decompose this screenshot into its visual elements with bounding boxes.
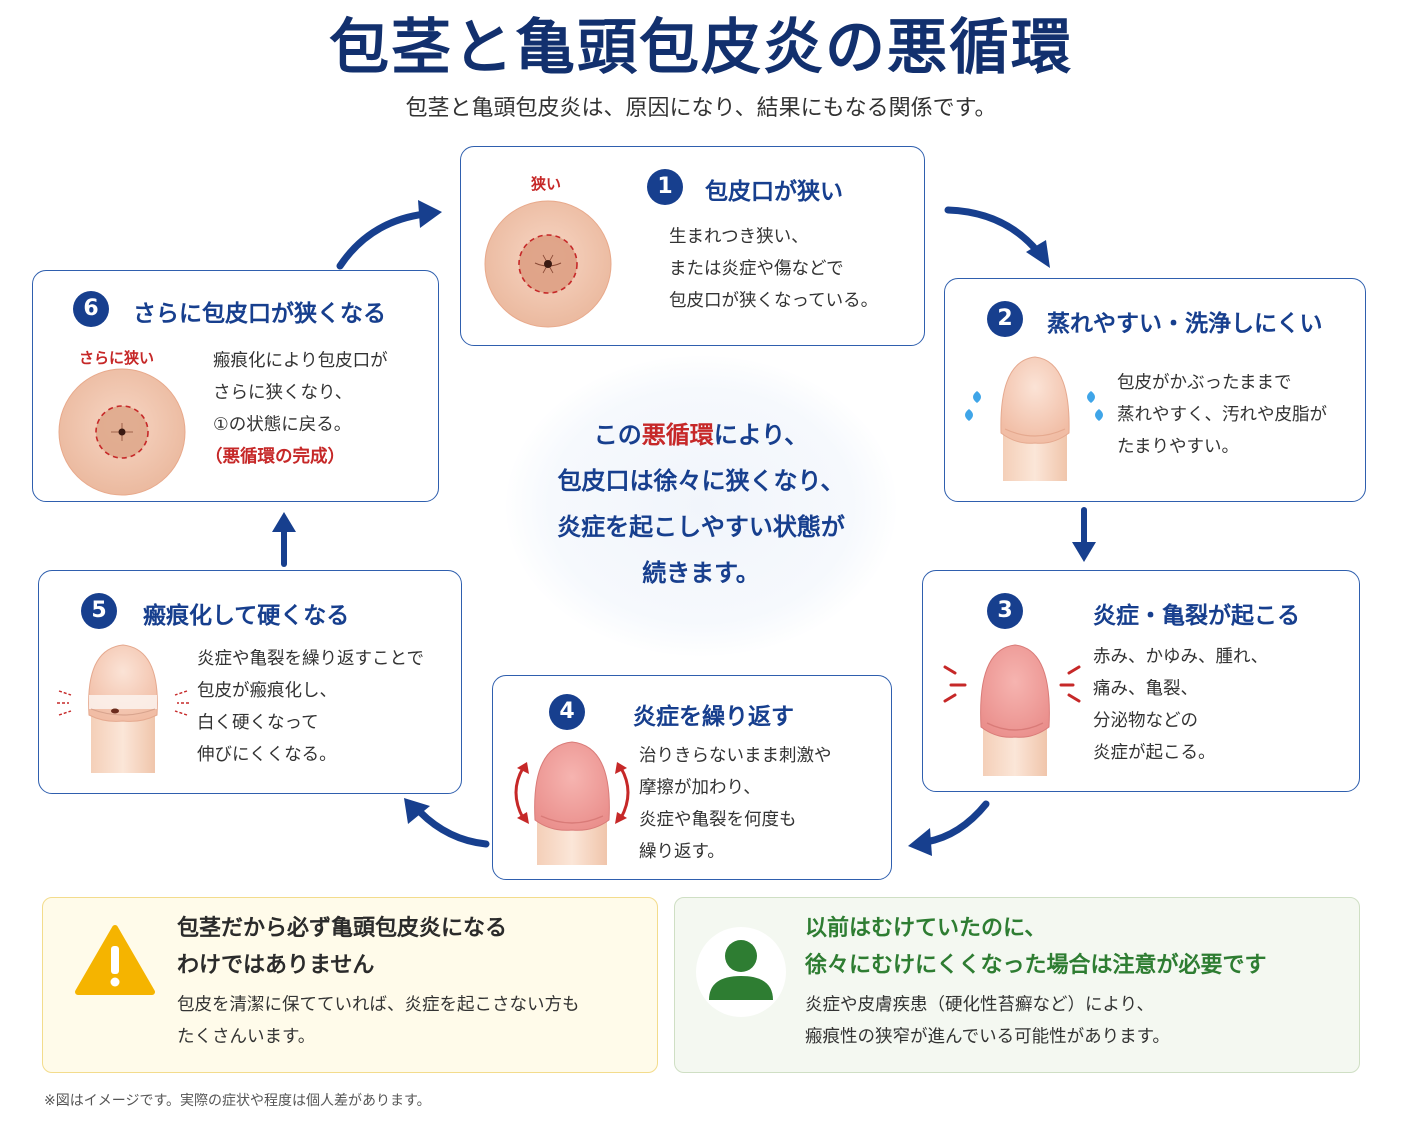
center-message: この悪循環により、 包皮口は徐々に狭くなり、 炎症を起こしやすい状態が 続きます… bbox=[506, 412, 896, 596]
note-caution: 以前はむけていたのに、 徐々にむけにくくなった場合は注意が必要です 炎症や皮膚疾… bbox=[674, 897, 1360, 1073]
cycle-complete-label: （悪循環の完成） bbox=[205, 447, 345, 467]
step-number-1: 1 bbox=[647, 169, 683, 205]
step-title-3: 炎症・亀裂が起こる bbox=[1093, 603, 1300, 629]
step3-line: 炎症が起こる。 bbox=[1093, 743, 1216, 763]
step-text-1: 生まれつき狭い、 または炎症や傷などで 包皮口が狭くなっている。 bbox=[669, 221, 878, 317]
step5-line: 白く硬くなって bbox=[197, 713, 319, 733]
step5-line: 包皮が瘢痕化し、 bbox=[197, 681, 337, 701]
step-title-1: 包皮口が狭い bbox=[705, 179, 843, 205]
note-left-body-2: たくさんいます。 bbox=[177, 1027, 316, 1047]
step2-line: 包皮がかぶったままで bbox=[1117, 373, 1292, 393]
step2-line: 蒸れやすく、汚れや皮脂が bbox=[1117, 405, 1327, 425]
page-title: 包茎と亀頭包皮炎の悪循環 bbox=[329, 13, 1073, 83]
note-right-title-2: 徐々にむけにくくなった場合は注意が必要です bbox=[805, 953, 1267, 978]
center-line3: 炎症を起こしやすい状態が bbox=[557, 513, 845, 541]
narrow-tag: 狭い bbox=[531, 175, 562, 193]
step4-line: 摩擦が加わり、 bbox=[639, 778, 761, 798]
step-text-6: 瘢痕化により包皮口が さらに狭くなり、 ①の状態に戻る。 （悪循環の完成） bbox=[205, 345, 388, 473]
scarred-foreskin-illustration bbox=[57, 644, 189, 773]
step3-line: 赤み、かゆみ、腫れ、 bbox=[1093, 647, 1269, 667]
center-glow bbox=[506, 356, 896, 656]
step-text-2: 包皮がかぶったままで 蒸れやすく、汚れや皮脂が たまりやすい。 bbox=[1117, 367, 1327, 463]
step-card-4: 4 炎症を繰り返す 治りきらないまま刺激や 摩擦が加わり、 炎症や亀裂を何度も … bbox=[492, 675, 892, 880]
step-card-3: 3 炎症・亀裂が起こる 赤み、かゆみ、腫れ、 痛み、亀裂、 分泌物などの 炎症が… bbox=[922, 570, 1360, 792]
note-right-body-1: 炎症や皮膚疾患（硬化性苔癬など）により、 bbox=[805, 995, 1154, 1015]
arrow-5-to-6 bbox=[272, 512, 296, 567]
step-text-5: 炎症や亀裂を繰り返すことで 包皮が瘢痕化し、 白く硬くなって 伸びにくくなる。 bbox=[197, 643, 424, 771]
note-right-title-1: 以前はむけていたのに、 bbox=[805, 916, 1047, 941]
step-number-6: 6 bbox=[73, 291, 109, 327]
step-number-5: 5 bbox=[81, 593, 117, 629]
arrow-3-to-4 bbox=[908, 800, 990, 856]
center-line2: 包皮口は徐々に狭くなり、 bbox=[557, 467, 845, 495]
center-highlight: 悪循環 bbox=[641, 421, 714, 449]
narrow-opening-illustration bbox=[484, 200, 612, 328]
step4-line: 繰り返す。 bbox=[639, 842, 725, 862]
step-text-4: 治りきらないまま刺激や 摩擦が加わり、 炎症や亀裂を何度も 繰り返す。 bbox=[639, 740, 832, 868]
inflamed-glans-illustration bbox=[943, 644, 1081, 776]
step-card-6: 6 さらに包皮口が狭くなる さらに狭い 瘢痕化により包皮口が さらに狭くなり、 … bbox=[32, 270, 439, 502]
step6-line: ①の状態に戻る。 bbox=[213, 415, 352, 435]
step5-line: 伸びにくくなる。 bbox=[197, 745, 337, 765]
step-card-1: 狭い 1 包皮口が狭い 生まれつき狭い、 または炎症や傷などで 包皮口が狭くなっ… bbox=[460, 146, 925, 346]
step6-line: さらに狭くなり、 bbox=[213, 383, 353, 403]
step1-line: 包皮口が狭くなっている。 bbox=[669, 291, 879, 311]
center-line4: 続きます。 bbox=[642, 559, 760, 587]
step-title-5: 瘢痕化して硬くなる bbox=[143, 603, 350, 629]
arrow-4-to-5 bbox=[404, 798, 490, 848]
covered-glans-illustration bbox=[965, 356, 1103, 481]
step6-line: 瘢痕化により包皮口が bbox=[213, 351, 388, 371]
step-card-2: 2 蒸れやすい・洗浄しにくい 包皮がかぶったままで 蒸れやすく、汚れや皮脂が た… bbox=[944, 278, 1366, 502]
warning-icon bbox=[75, 925, 155, 995]
step-title-4: 炎症を繰り返す bbox=[633, 704, 794, 730]
step-number-2: 2 bbox=[987, 301, 1023, 337]
note-left-body-1: 包皮を清潔に保てていれば、炎症を起こさない方も bbox=[177, 995, 580, 1015]
step-number-3: 3 bbox=[987, 593, 1023, 629]
step1-line: 生まれつき狭い、 bbox=[669, 227, 809, 247]
step-number-4: 4 bbox=[549, 694, 585, 730]
note-not-always: 包茎だから必ず亀頭包皮炎になる わけではありません 包皮を清潔に保てていれば、炎… bbox=[42, 897, 658, 1073]
step2-line: たまりやすい。 bbox=[1117, 437, 1239, 457]
step1-line: または炎症や傷などで bbox=[669, 259, 844, 279]
step3-line: 分泌物などの bbox=[1093, 711, 1198, 731]
step4-line: 治りきらないまま刺激や bbox=[639, 746, 832, 766]
footnote: ※図はイメージです。実際の症状や程度は個人差があります。 bbox=[44, 1093, 431, 1109]
arrow-6-to-1 bbox=[336, 200, 442, 270]
step5-line: 炎症や亀裂を繰り返すことで bbox=[197, 649, 424, 669]
page-subtitle: 包茎と亀頭包皮炎は、原因になり、結果にもなる関係です。 bbox=[405, 96, 997, 121]
center-line1-pre: この bbox=[593, 421, 642, 449]
center-line1-post: により、 bbox=[713, 421, 809, 449]
step-card-5: 5 瘢痕化して硬くなる 炎症や亀裂を繰り返すことで 包皮が瘢痕化し、 白く硬くな… bbox=[38, 570, 462, 794]
step-text-3: 赤み、かゆみ、腫れ、 痛み、亀裂、 分泌物などの 炎症が起こる。 bbox=[1093, 641, 1268, 769]
more-narrow-opening-illustration bbox=[58, 368, 186, 496]
note-left-title-1: 包茎だから必ず亀頭包皮炎になる bbox=[177, 916, 508, 941]
arrow-2-to-3 bbox=[1072, 507, 1096, 562]
more-narrow-tag: さらに狭い bbox=[79, 349, 155, 367]
person-icon bbox=[696, 927, 786, 1017]
arrow-1-to-2 bbox=[944, 206, 1050, 268]
step-title-2: 蒸れやすい・洗浄しにくい bbox=[1047, 311, 1323, 337]
note-left-title-2: わけではありません bbox=[177, 953, 375, 978]
repeat-inflammation-illustration bbox=[514, 741, 630, 865]
step-title-6: さらに包皮口が狭くなる bbox=[133, 301, 386, 327]
step3-line: 痛み、亀裂、 bbox=[1093, 679, 1198, 699]
note-right-body-2: 瘢痕性の狭窄が進んでいる可能性があります。 bbox=[805, 1027, 1170, 1047]
step4-line: 炎症や亀裂を何度も bbox=[639, 810, 797, 830]
